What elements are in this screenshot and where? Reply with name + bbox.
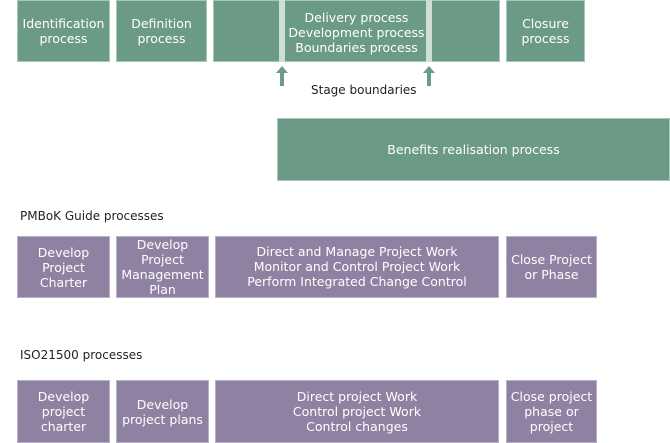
box-line: Charter (39, 274, 88, 290)
box-line: Develop (37, 389, 90, 404)
delivery-process-box: Delivery process Development process Bou… (213, 0, 500, 62)
iso-develop-plans-box: Develop project plans (116, 380, 209, 443)
box-line: Management (121, 267, 204, 282)
box-line: Control project Work (292, 404, 422, 419)
box-line: Delivery process (304, 10, 409, 25)
pmbok-develop-charter-box: Develop Project Charter (17, 236, 110, 298)
iso-close-box: Close project phase or project (506, 380, 597, 443)
box-line: Closure (522, 16, 569, 31)
up-arrow-icon (276, 66, 288, 86)
pmbok-close-box: Close Project or Phase (506, 236, 597, 298)
box-line: Develop (136, 237, 189, 252)
box-line: Develop (37, 244, 90, 260)
box-line: or Phase (524, 267, 579, 282)
box-line: Development process (288, 25, 425, 40)
box-line: project (529, 419, 574, 434)
stage-boundary-divider-left (279, 0, 285, 62)
stage-boundaries-label: Stage boundaries (311, 83, 417, 97)
box-line: Project (141, 252, 184, 267)
box-line: Perform Integrated Change Control (247, 274, 467, 289)
iso-develop-charter-box: Develop project charter (17, 380, 110, 443)
box-line: Direct project Work (296, 389, 418, 404)
box-line: Close project (510, 389, 593, 404)
pmbok-direct-box: Direct and Manage Project Work Monitor a… (215, 236, 499, 298)
box-line: Direct and Manage Project Work (256, 244, 458, 259)
pmbok-heading: PMBoK Guide processes (20, 209, 164, 223)
definition-process-box: Definition process (116, 0, 207, 62)
box-line: Benefits realisation process (387, 142, 560, 157)
up-arrow-icon (423, 66, 435, 86)
box-line: project (41, 404, 86, 419)
box-line: Plan (149, 282, 176, 297)
box-line: Close Project (511, 252, 592, 267)
box-line: Develop (136, 396, 189, 412)
box-line: process (39, 31, 88, 46)
box-line: Monitor and Control Project Work (253, 259, 461, 274)
benefits-realisation-box: Benefits realisation process (277, 118, 670, 181)
iso-direct-box: Direct project Work Control project Work… (215, 380, 499, 443)
box-line: phase or (524, 404, 579, 419)
box-line: Boundaries process (295, 40, 418, 55)
pmbok-develop-plan-box: Develop Project Management Plan (116, 236, 209, 298)
box-line: Identification (22, 16, 105, 31)
box-line: Definition (131, 16, 192, 31)
box-line: charter (40, 419, 87, 434)
box-line: project plans (122, 411, 203, 427)
identification-process-box: Identification process (17, 0, 110, 62)
box-line: process (137, 31, 186, 46)
closure-process-box: Closure process (506, 0, 585, 62)
box-line: Project (42, 259, 85, 275)
box-line: Control changes (306, 419, 408, 434)
iso-heading: ISO21500 processes (20, 348, 143, 362)
box-line: process (521, 31, 570, 46)
stage-boundary-divider-right (426, 0, 432, 62)
